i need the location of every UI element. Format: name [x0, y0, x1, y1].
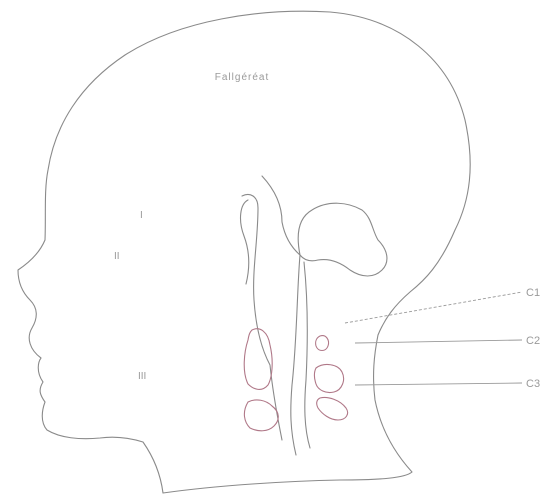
spinal-cord-front [304, 262, 310, 448]
callout-label-c3: C3 [526, 378, 540, 390]
callout-c1-line [345, 292, 522, 323]
vertebra-right-small [316, 336, 329, 351]
head-outline [18, 11, 470, 493]
head-label: Fallgéréat [215, 72, 269, 83]
palate-curve [241, 200, 249, 284]
callout-label-c1: C1 [526, 287, 540, 299]
vertebra-left-lower [244, 400, 278, 431]
callout-c3-line [355, 383, 522, 385]
vertebra-right-lower [317, 397, 348, 420]
vertebra-right-mid [315, 365, 344, 393]
region-label-ii: II [114, 251, 120, 262]
brainstem [262, 176, 300, 455]
cerebellum [298, 203, 387, 276]
region-label-iii: III [138, 371, 146, 382]
region-label-i: I [140, 210, 143, 221]
vertebra-left-upper [244, 329, 272, 390]
callout-c2-line [355, 340, 522, 343]
callout-label-c2: C2 [526, 335, 540, 347]
airway-wall [242, 195, 282, 441]
